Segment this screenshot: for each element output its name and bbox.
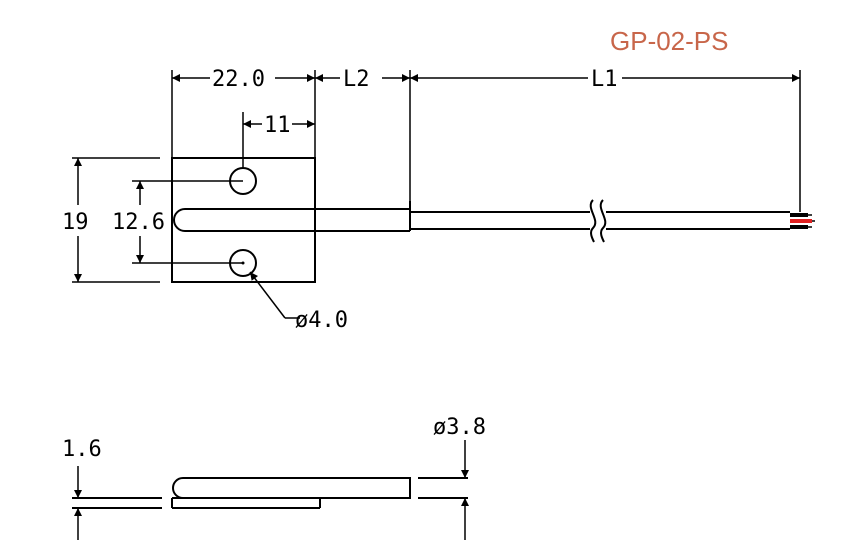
probe-tube: [173, 208, 410, 232]
dim-pad-height: 19: [62, 210, 89, 235]
dim-l2: L2: [343, 67, 370, 92]
wire-ends: [790, 213, 815, 229]
dim-hole-spacing-horizontal: 11: [264, 113, 291, 138]
dim-thickness: 1.6: [62, 437, 102, 462]
model-title: GP-02-PS: [610, 26, 729, 56]
dim-pad-width: 22.0: [212, 67, 265, 92]
dim-l1: L1: [591, 67, 618, 92]
dim-cable-diameter: ø3.8: [433, 415, 486, 440]
dim-hole-spacing-vertical: 12.6: [112, 210, 165, 235]
dim-hole-diameter: ø4.0: [295, 308, 348, 333]
side-view: 1.6 ø3.8: [62, 415, 486, 540]
leader-hole-diameter: [249, 271, 286, 319]
top-view: 22.0 L2 L1 11 19 12.6 ø4.0: [62, 67, 815, 333]
cable-break-left: [589, 199, 597, 243]
probe-tube-side: [172, 477, 411, 499]
cable-break-right: [599, 199, 607, 243]
